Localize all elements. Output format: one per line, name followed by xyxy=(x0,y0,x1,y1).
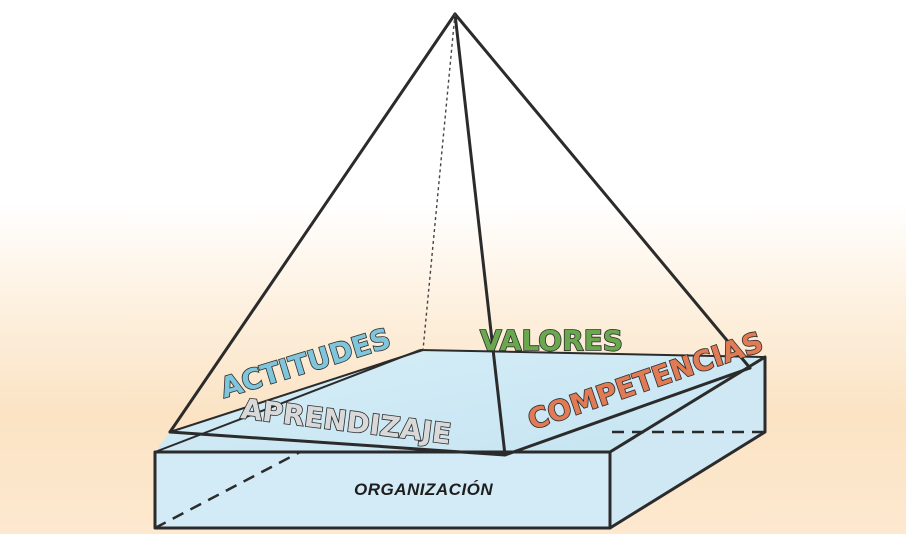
pyramid-left-edge xyxy=(168,12,457,434)
pyramid-front-edge xyxy=(453,12,507,457)
pyramid-right-edge xyxy=(453,12,752,370)
base-box-front xyxy=(155,452,610,528)
label-valores: VALORES xyxy=(480,324,623,357)
label-organizacion: ORGANIZACIÓN xyxy=(354,480,493,499)
plane-back-edge xyxy=(419,349,766,358)
concept-plane xyxy=(155,350,765,452)
pyramid-hidden-edge xyxy=(422,13,456,351)
pyramid-base-back-left xyxy=(169,349,424,433)
pyramid-base-front xyxy=(168,366,752,457)
base-box-side xyxy=(610,357,765,528)
hidden-edge-left xyxy=(154,450,301,530)
